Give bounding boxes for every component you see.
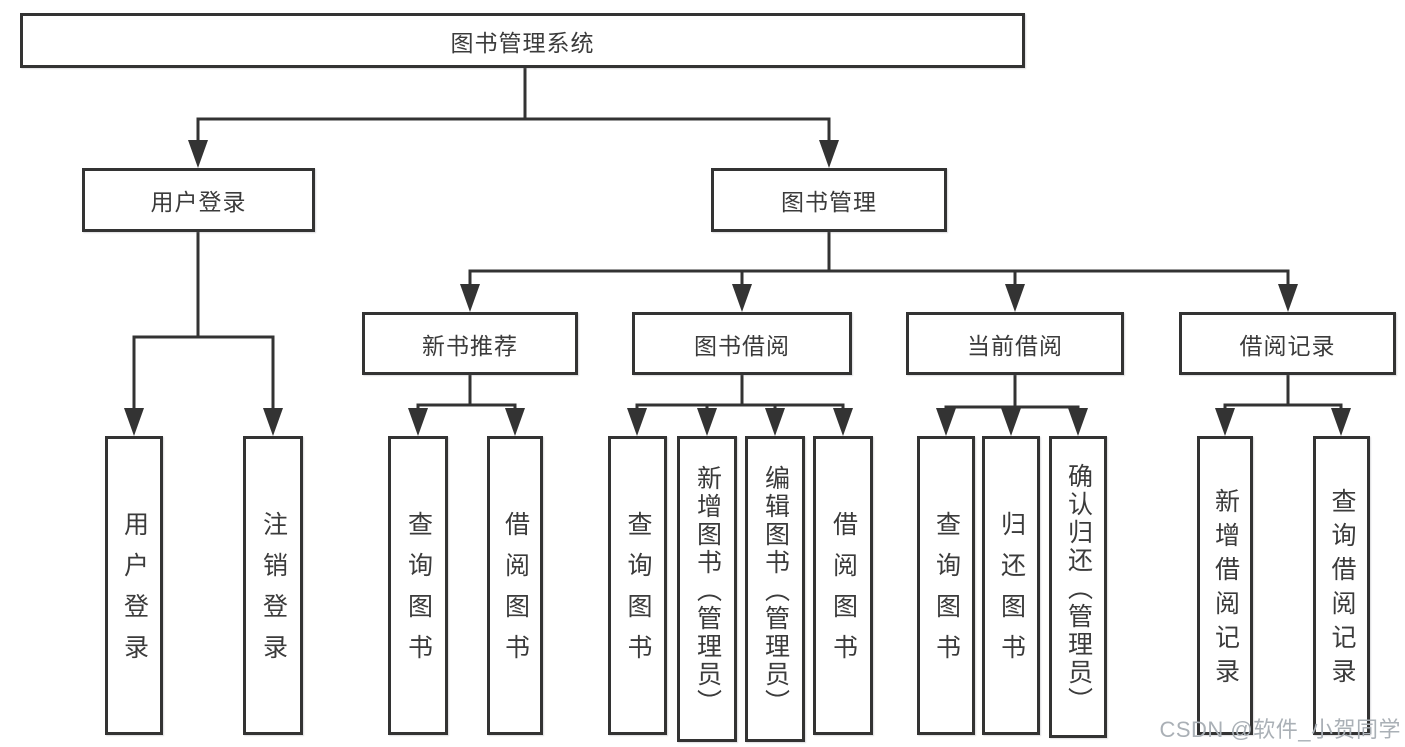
node-user-login-label: 用户登录 bbox=[150, 189, 247, 215]
node-new-book-recommend: 新书推荐 bbox=[362, 312, 578, 375]
leaf-borrow-query-label: 查询图书 bbox=[624, 510, 652, 675]
node-book-borrow: 图书借阅 bbox=[632, 312, 852, 375]
leaf-current-return: 归还图书 bbox=[982, 436, 1040, 735]
arrowhead-icon bbox=[408, 408, 428, 436]
leaf-logout-label: 注销登录 bbox=[259, 510, 288, 675]
leaf-borrow-query: 查询图书 bbox=[608, 436, 667, 735]
connector-book-mgmt-to-level3 bbox=[460, 232, 1298, 312]
arrowhead-icon bbox=[819, 140, 839, 168]
arrowhead-icon bbox=[1068, 408, 1088, 436]
arrowhead-icon bbox=[697, 408, 717, 436]
arrowhead-icon bbox=[1001, 408, 1021, 436]
connector-borrow-record-to-leaves bbox=[1215, 375, 1351, 436]
node-borrow-record-label: 借阅记录 bbox=[1239, 332, 1336, 359]
node-book-management: 图书管理 bbox=[711, 168, 947, 232]
leaf-user-login-label: 用户登录 bbox=[120, 510, 149, 675]
leaf-current-return-label: 归还图书 bbox=[997, 510, 1026, 675]
connector-root-to-level2 bbox=[188, 68, 839, 168]
leaf-user-login: 用户登录 bbox=[105, 436, 163, 735]
node-current-borrow-label: 当前借阅 bbox=[967, 332, 1063, 359]
leaf-record-query-label: 查询借阅记录 bbox=[1328, 487, 1356, 692]
arrowhead-icon bbox=[732, 284, 752, 312]
watermark: CSDN @软件_小贺同学 bbox=[1159, 717, 1401, 742]
connector-user-login-to-leaves bbox=[124, 232, 283, 436]
connector-book-borrow-to-leaves bbox=[627, 375, 853, 436]
arrowhead-icon bbox=[1215, 408, 1235, 436]
leaf-newbook-query-label: 查询图书 bbox=[404, 510, 433, 675]
connector-new-book-to-leaves bbox=[408, 375, 525, 436]
leaf-current-confirm-admin: 确认归还（管理员） bbox=[1049, 436, 1107, 738]
arrowhead-icon bbox=[936, 408, 956, 436]
node-user-login: 用户登录 bbox=[82, 168, 315, 232]
arrowhead-icon bbox=[627, 408, 647, 436]
leaf-record-query: 查询借阅记录 bbox=[1313, 436, 1370, 735]
arrowhead-icon bbox=[1331, 408, 1351, 436]
arrowhead-icon bbox=[188, 140, 208, 168]
node-root-label: 图书管理系统 bbox=[450, 29, 595, 56]
leaf-borrow-book: 借阅图书 bbox=[813, 436, 873, 735]
arrowhead-icon bbox=[1278, 284, 1298, 312]
arrowhead-icon bbox=[263, 408, 283, 436]
leaf-borrow-add-admin-label: 新增图书（管理员） bbox=[693, 464, 722, 717]
node-root: 图书管理系统 bbox=[20, 13, 1025, 68]
leaf-borrow-book-label: 借阅图书 bbox=[829, 510, 858, 675]
node-book-management-label: 图书管理 bbox=[781, 189, 877, 215]
leaf-current-query: 查询图书 bbox=[917, 436, 975, 735]
leaf-newbook-borrow: 借阅图书 bbox=[487, 436, 543, 735]
leaf-borrow-edit-admin: 编辑图书（管理员） bbox=[745, 436, 805, 742]
leaf-current-query-label: 查询图书 bbox=[932, 510, 961, 675]
connector-current-borrow-to-leaves bbox=[936, 375, 1088, 436]
leaf-logout: 注销登录 bbox=[243, 436, 303, 735]
arrowhead-icon bbox=[124, 408, 144, 436]
leaf-current-confirm-admin-label: 确认归还（管理员） bbox=[1064, 462, 1093, 715]
node-borrow-record: 借阅记录 bbox=[1179, 312, 1396, 375]
leaf-newbook-query: 查询图书 bbox=[388, 436, 448, 735]
arrowhead-icon bbox=[460, 284, 480, 312]
node-current-borrow: 当前借阅 bbox=[906, 312, 1124, 375]
node-book-borrow-label: 图书借阅 bbox=[694, 332, 790, 359]
leaf-record-add-label: 新增借阅记录 bbox=[1211, 487, 1240, 692]
arrowhead-icon bbox=[505, 408, 525, 436]
leaf-newbook-borrow-label: 借阅图书 bbox=[501, 510, 530, 675]
leaf-borrow-add-admin: 新增图书（管理员） bbox=[677, 436, 737, 742]
arrowhead-icon bbox=[833, 408, 853, 436]
arrowhead-icon bbox=[765, 408, 785, 436]
node-new-book-recommend-label: 新书推荐 bbox=[422, 332, 518, 359]
arrowhead-icon bbox=[1005, 284, 1025, 312]
leaf-record-add: 新增借阅记录 bbox=[1197, 436, 1253, 735]
leaf-borrow-edit-admin-label: 编辑图书（管理员） bbox=[761, 464, 790, 717]
